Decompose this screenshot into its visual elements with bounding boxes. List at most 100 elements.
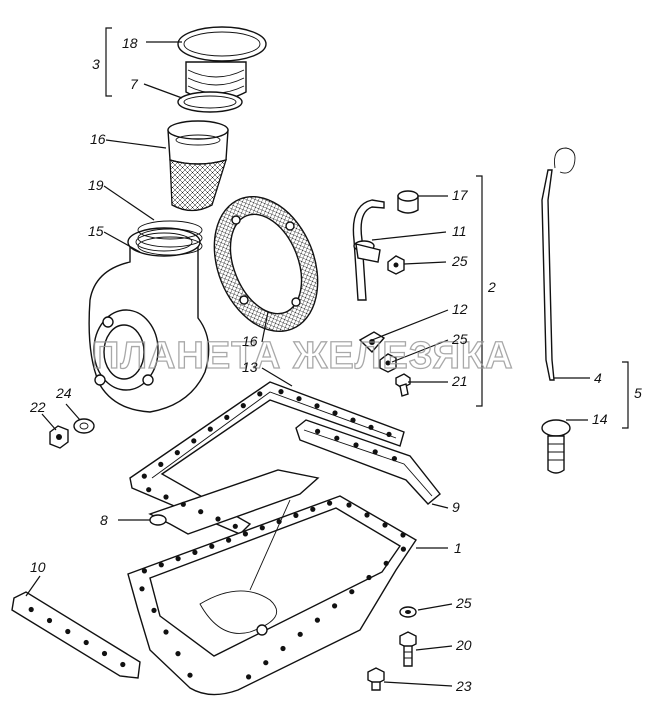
label-2: 2 [487,279,496,295]
label-21: 21 [451,373,468,389]
gasket-bolt-hole [332,410,338,416]
pan-bolt-hole [263,660,269,666]
label-23: 23 [455,678,472,694]
pan-bolt-hole [226,537,232,543]
pan-bolt-hole [332,603,338,609]
pan-bolt-hole [259,525,265,531]
filler-neck-body [88,227,210,413]
pan-bolt-hole [400,546,406,552]
label-19: 19 [88,177,104,193]
pan-bolt-hole [382,522,388,528]
reinforcement-frame [148,469,320,535]
label-16-gasket: 16 [242,333,258,349]
gasket-bolt-hole [163,494,169,500]
gasket-bolt-hole [174,450,180,456]
gasket-bolt-hole [215,516,221,522]
gasket-bolt-hole [278,389,284,395]
gasket-bolt-hole [224,414,230,420]
gasket-bolt-hole [368,424,374,430]
bolt-20 [399,631,417,667]
gasket-bolt-hole [158,461,164,467]
gasket-bolt-hole [240,403,246,409]
pan-bolt-hole [209,543,215,549]
label-1: 1 [454,540,462,556]
seal-ring [177,91,243,113]
dipstick [541,147,576,381]
strip-bolt-hole [334,435,340,441]
pan-bolt-hole [187,672,193,678]
label-12: 12 [452,301,468,317]
bar-bolt-hole [101,650,108,657]
pan-bolt-hole [276,519,282,525]
pan-reinforcement-bar [11,591,141,679]
gasket-bolt-hole [350,417,356,423]
pan-bolt-hole [310,506,316,512]
pan-bolt-hole [314,617,320,623]
label-20: 20 [455,637,472,653]
pan-bolt-hole [151,607,157,614]
pan-bolt-hole [175,651,181,657]
filler-cap [177,26,267,101]
dipstick-guide [541,419,571,474]
label-10: 10 [30,559,46,575]
label-13: 13 [242,359,258,375]
rubber-sleeve [397,190,419,214]
bracket-group-2 [476,175,483,407]
pan-bolt-hole [163,629,169,635]
bar-bolt-hole [46,617,53,624]
label-25-middle: 25 [451,331,468,347]
label-7: 7 [130,76,139,92]
pan-bolt-hole [364,512,370,518]
bolt-21 [395,373,411,397]
gasket-bolt-hole [198,509,204,515]
strainer-basket [167,120,229,212]
label-14: 14 [592,411,608,427]
strip-bolt-hole [391,456,397,462]
breather-tube [352,199,385,301]
bar-bolt-hole [65,628,71,635]
label-17: 17 [452,187,469,203]
gasket-bolt-hole [296,396,302,402]
pan-bolt-hole [349,589,355,595]
pan-bolt-hole [346,502,352,508]
label-24: 24 [55,385,72,401]
pan-bolt-hole [297,631,303,637]
label-3: 3 [92,56,100,72]
pan-bolt-hole [192,549,198,556]
gasket-bolt-hole [141,473,147,479]
bar-bolt-hole [28,606,34,613]
gasket-bolt-hole [314,403,320,409]
spring-ring [137,220,203,256]
pan-bolt-hole [327,500,333,506]
label-8: 8 [100,512,108,528]
label-11: 11 [452,223,467,239]
bar-bolt-hole [83,639,89,646]
pan-bolt-hole [293,512,299,519]
washer-25 [399,606,417,618]
gasket-bolt-hole [386,431,392,437]
gasket-bolt-hole [232,523,238,529]
pan-bolt-hole [141,568,147,574]
bar-bolt-hole [120,661,126,668]
part-labels: 18 7 3 16 19 15 17 11 25 2 12 25 21 16 1… [29,35,642,694]
label-5: 5 [634,385,642,401]
nut-middle [379,353,397,373]
gasket-strip [295,419,441,505]
leader-lines [25,41,590,687]
pan-bolt-hole [139,586,145,592]
strip-bolt-hole [315,428,321,434]
lock-washer [73,418,95,434]
gasket-bolt-hole [191,438,197,444]
gasket-bolt-hole [180,501,186,507]
pan-bolt-hole [242,531,248,537]
strip-bolt-hole [372,449,378,455]
label-25-upper: 25 [451,253,468,269]
label-16-strainer: 16 [90,131,106,147]
strip-bolt-hole [353,442,359,448]
pan-bolt-hole [246,674,252,680]
label-22: 22 [29,399,46,415]
pan-bolt-hole [366,574,372,581]
gasket-bolt-hole [257,391,263,397]
